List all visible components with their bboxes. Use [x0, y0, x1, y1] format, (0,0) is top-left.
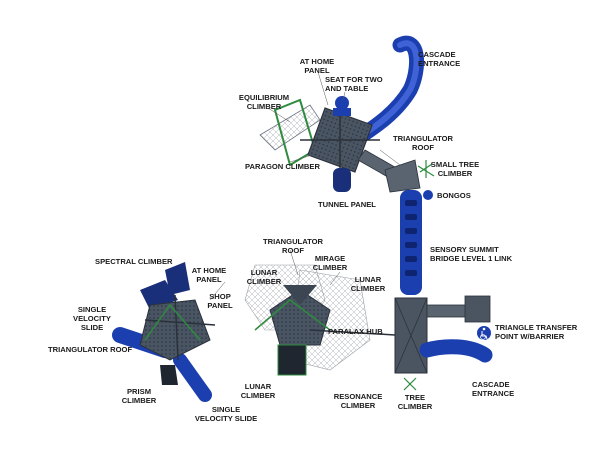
upper-bridge [357, 149, 421, 193]
label-triangle-transfer: TRIANGLE TRANSFER POINT W/BARRIER [495, 323, 578, 341]
label-paralax-hub: PARALAX HUB [328, 327, 383, 336]
label-at-home-panel-left: AT HOME PANEL [191, 266, 227, 284]
label-bongos: BONGOS [437, 191, 471, 200]
small-tree-climber [417, 160, 435, 178]
center-hub-cluster [244, 264, 396, 376]
label-spectral-climber: SPECTRAL CLIMBER [95, 257, 173, 266]
label-lunar-climber-tr: LUNAR CLIMBER [350, 275, 386, 293]
label-resonance-climber: RESONANCE CLIMBER [333, 392, 383, 410]
label-small-tree-climber: SMALL TREE CLIMBER [430, 160, 480, 178]
label-equilibrium-climber: EQUILIBRIUM CLIMBER [238, 93, 290, 111]
label-shop-panel: SHOP PANEL [207, 292, 233, 310]
wheelchair-icon [477, 326, 491, 340]
left-cluster [112, 262, 216, 402]
sensory-summit-bridge [400, 190, 422, 295]
label-lunar-climber-bottom: LUNAR CLIMBER [240, 382, 276, 400]
label-triangulator-roof-left: TRIANGULATOR ROOF [48, 345, 133, 354]
label-cascade-entrance-bottom: CASCADE ENTRANCE [472, 380, 515, 398]
label-tunnel-panel: TUNNEL PANEL [318, 200, 376, 209]
bongos [423, 190, 433, 200]
label-sensory-summit: SENSORY SUMMIT BRIDGE LEVEL 1 LINK [430, 245, 513, 263]
label-lunar-climber-tl: LUNAR CLIMBER [246, 268, 282, 286]
upper-tower [259, 96, 380, 192]
label-at-home-panel-top: AT HOME PANEL [299, 57, 335, 75]
label-tree-climber: TREE CLIMBER [397, 393, 433, 411]
label-triangulator-roof-top: TRIANGULATOR ROOF [392, 134, 454, 152]
label-prism-climber: PRISM CLIMBER [121, 387, 157, 405]
label-single-velocity-slide-bottom: SINGLE VELOCITY SLIDE [194, 405, 258, 423]
label-mirage-climber: MIRAGE CLIMBER [312, 254, 348, 272]
label-triangulator-roof-mid: TRIANGULATOR ROOF [262, 237, 324, 255]
label-cascade-entrance-top: CASCADE ENTRANCE [418, 50, 461, 68]
label-seat-for-two: SEAT FOR TWO AND TABLE [325, 75, 383, 93]
label-paragon-climber: PARAGON CLIMBER [245, 162, 320, 171]
label-single-velocity-slide-left: SINGLE VELOCITY SLIDE [73, 305, 111, 332]
lower-right-deck [394, 295, 493, 391]
leader-lines [209, 71, 401, 301]
